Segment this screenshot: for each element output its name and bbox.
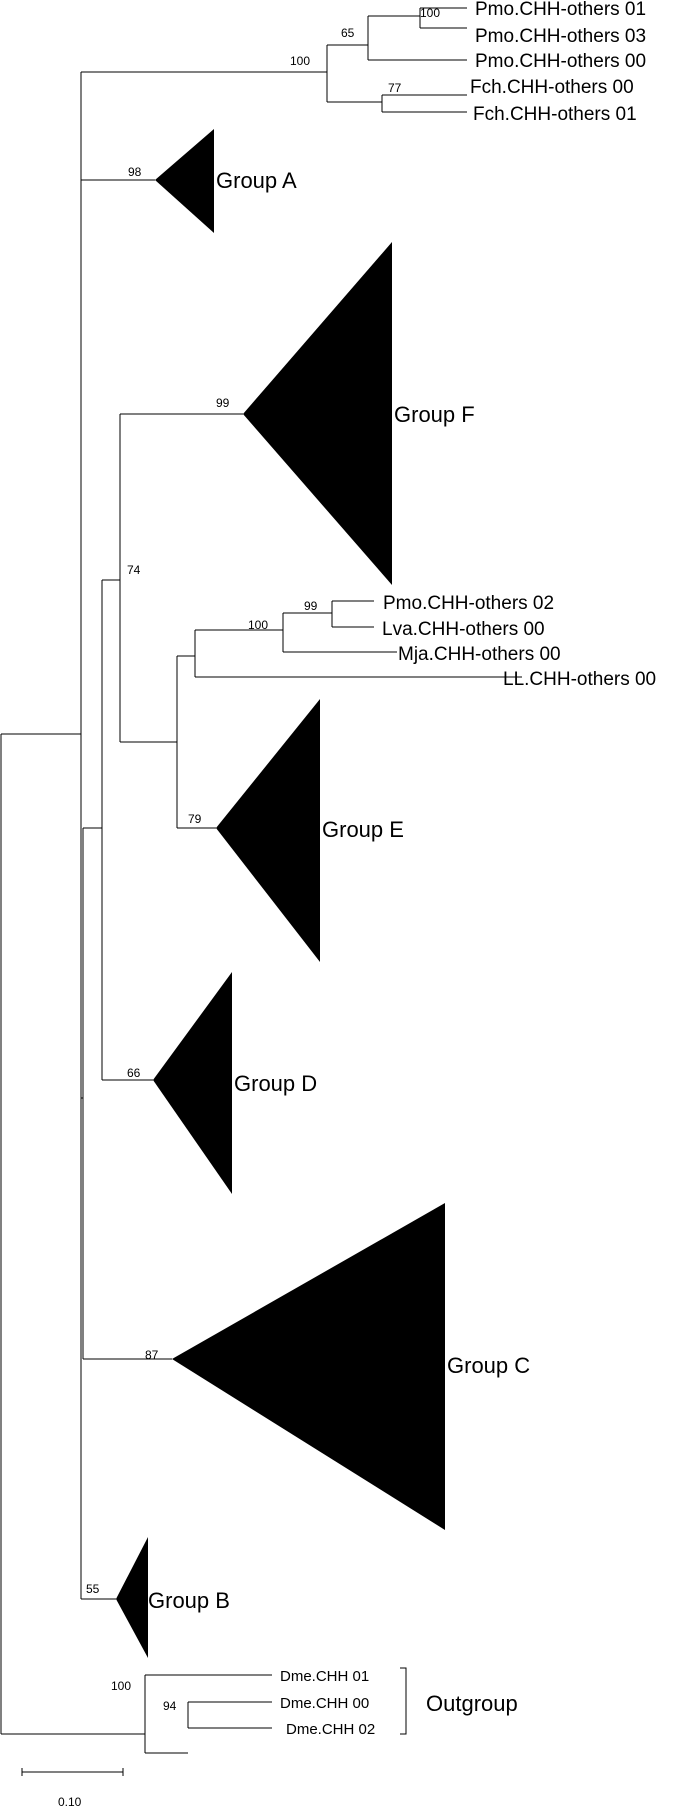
leaf-lva-00: Lva.CHH-others 00 bbox=[382, 619, 545, 640]
label-group-e: Group E bbox=[322, 817, 404, 842]
branch-pmo-01-03 bbox=[419, 7, 467, 29]
label-outgroup: Outgroup bbox=[426, 1691, 518, 1716]
leaf-mja-00: Mja.CHH-others 00 bbox=[398, 644, 561, 665]
bootstrap-group-e: 79 bbox=[188, 812, 202, 826]
bootstrap-dme-00-02: 94 bbox=[163, 1699, 177, 1713]
leaf-fch-01: Fch.CHH-others 01 bbox=[473, 104, 637, 125]
scale-bar bbox=[21, 1768, 124, 1776]
branch-pmo02-lva bbox=[331, 600, 374, 628]
branch-fch bbox=[381, 94, 467, 113]
bootstrap-pmo02-lva: 99 bbox=[304, 599, 318, 613]
bootstrap-group-f: 99 bbox=[216, 396, 230, 410]
branch-pmo02-mja bbox=[282, 612, 397, 653]
leaf-fch-00: Fch.CHH-others 00 bbox=[470, 77, 634, 98]
group-labels: Group A Group F Group E Group D Group C … bbox=[148, 168, 530, 1716]
label-group-b: Group B bbox=[148, 1588, 230, 1613]
branch-def bbox=[101, 579, 153, 1081]
branch-top-clade bbox=[326, 44, 382, 103]
scale-bar-label: 0.10 bbox=[58, 1795, 82, 1809]
bootstrap-top-clade: 100 bbox=[290, 54, 310, 68]
bootstrap-f-super: 74 bbox=[127, 563, 141, 577]
leaf-labels: Pmo.CHH-others 01 Pmo.CHH-others 03 Pmo.… bbox=[280, 0, 656, 1738]
branch-dme-00-02 bbox=[187, 1701, 272, 1729]
branch-pmo-top bbox=[367, 15, 467, 61]
label-group-f: Group F bbox=[394, 402, 475, 427]
collapsed-clades bbox=[116, 129, 445, 1658]
branch-cd-ef bbox=[82, 827, 172, 1360]
label-group-a: Group A bbox=[216, 168, 297, 193]
label-group-c: Group C bbox=[447, 1353, 530, 1378]
bootstrap-group-a: 98 bbox=[128, 165, 142, 179]
clade-group-a bbox=[155, 129, 214, 233]
bootstrap-dme-clade: 100 bbox=[111, 1679, 131, 1693]
branch-outgroup bbox=[144, 1674, 272, 1754]
branch-ingroup bbox=[80, 71, 327, 1600]
bootstrap-fch: 77 bbox=[388, 81, 402, 95]
branch-f-super bbox=[119, 413, 177, 743]
tree-branches bbox=[0, 7, 522, 1776]
leaf-pmo-02: Pmo.CHH-others 02 bbox=[383, 593, 554, 614]
branch-inner-e bbox=[176, 655, 216, 829]
clade-group-d bbox=[153, 972, 232, 1194]
leaf-pmo-03: Pmo.CHH-others 03 bbox=[475, 26, 646, 47]
bootstrap-pmo-01-03: 100 bbox=[420, 6, 440, 20]
leaf-dme-01: Dme.CHH 01 bbox=[280, 1668, 369, 1685]
branch-root bbox=[0, 733, 145, 1735]
clade-group-c bbox=[172, 1203, 445, 1530]
bootstrap-group-d: 66 bbox=[127, 1066, 141, 1080]
leaf-pmo-01: Pmo.CHH-others 01 bbox=[475, 0, 646, 20]
outgroup-bracket bbox=[400, 1667, 407, 1735]
leaf-ll-00: LL.CHH-others 00 bbox=[503, 669, 656, 690]
clade-group-e bbox=[216, 699, 320, 962]
leaf-pmo-00: Pmo.CHH-others 00 bbox=[475, 51, 646, 72]
clade-group-b bbox=[116, 1537, 148, 1658]
bootstrap-pmo-top: 65 bbox=[341, 26, 355, 40]
bootstrap-inner-clade: 100 bbox=[248, 618, 268, 632]
branch-inner-clade bbox=[194, 629, 522, 678]
leaf-dme-00: Dme.CHH 00 bbox=[280, 1695, 369, 1712]
bootstrap-group-c: 87 bbox=[145, 1348, 159, 1362]
leaf-dme-02: Dme.CHH 02 bbox=[286, 1721, 375, 1738]
clade-group-f bbox=[243, 242, 392, 585]
label-group-d: Group D bbox=[234, 1071, 317, 1096]
bootstrap-group-b: 55 bbox=[86, 1582, 100, 1596]
bootstrap-values: 100 65 100 77 98 99 74 99 100 79 66 87 5… bbox=[86, 6, 440, 1713]
